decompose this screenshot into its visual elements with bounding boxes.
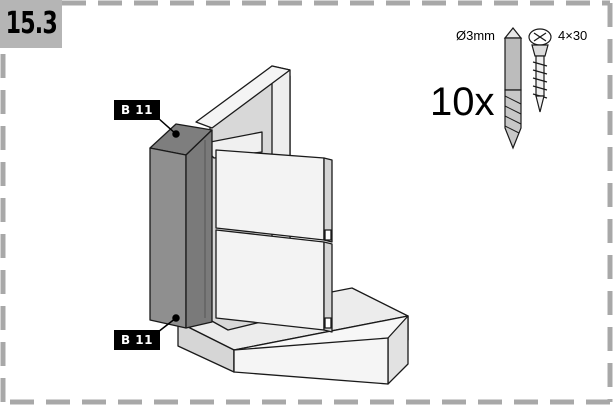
screw-icon <box>528 28 552 113</box>
drill-size-text: Ø3mm <box>456 28 495 43</box>
step-number: 15.3 <box>5 6 58 41</box>
part-label-top: B 11 <box>114 100 160 120</box>
lower-front-panel-edge <box>323 241 333 333</box>
quantity-text: 10x <box>430 80 495 124</box>
back-panel-top <box>195 65 291 129</box>
lower-front-panel <box>215 229 325 331</box>
post-b11-side <box>185 129 213 329</box>
upper-front-panel <box>215 149 325 241</box>
step-number-badge: 15.3 <box>0 0 62 48</box>
post-b11-front <box>149 147 187 329</box>
upper-front-panel-edge <box>323 157 333 243</box>
part-label-bottom: B 11 <box>114 330 160 350</box>
drill-bit-icon <box>503 27 523 150</box>
screw-size-text: 4×30 <box>558 28 588 43</box>
